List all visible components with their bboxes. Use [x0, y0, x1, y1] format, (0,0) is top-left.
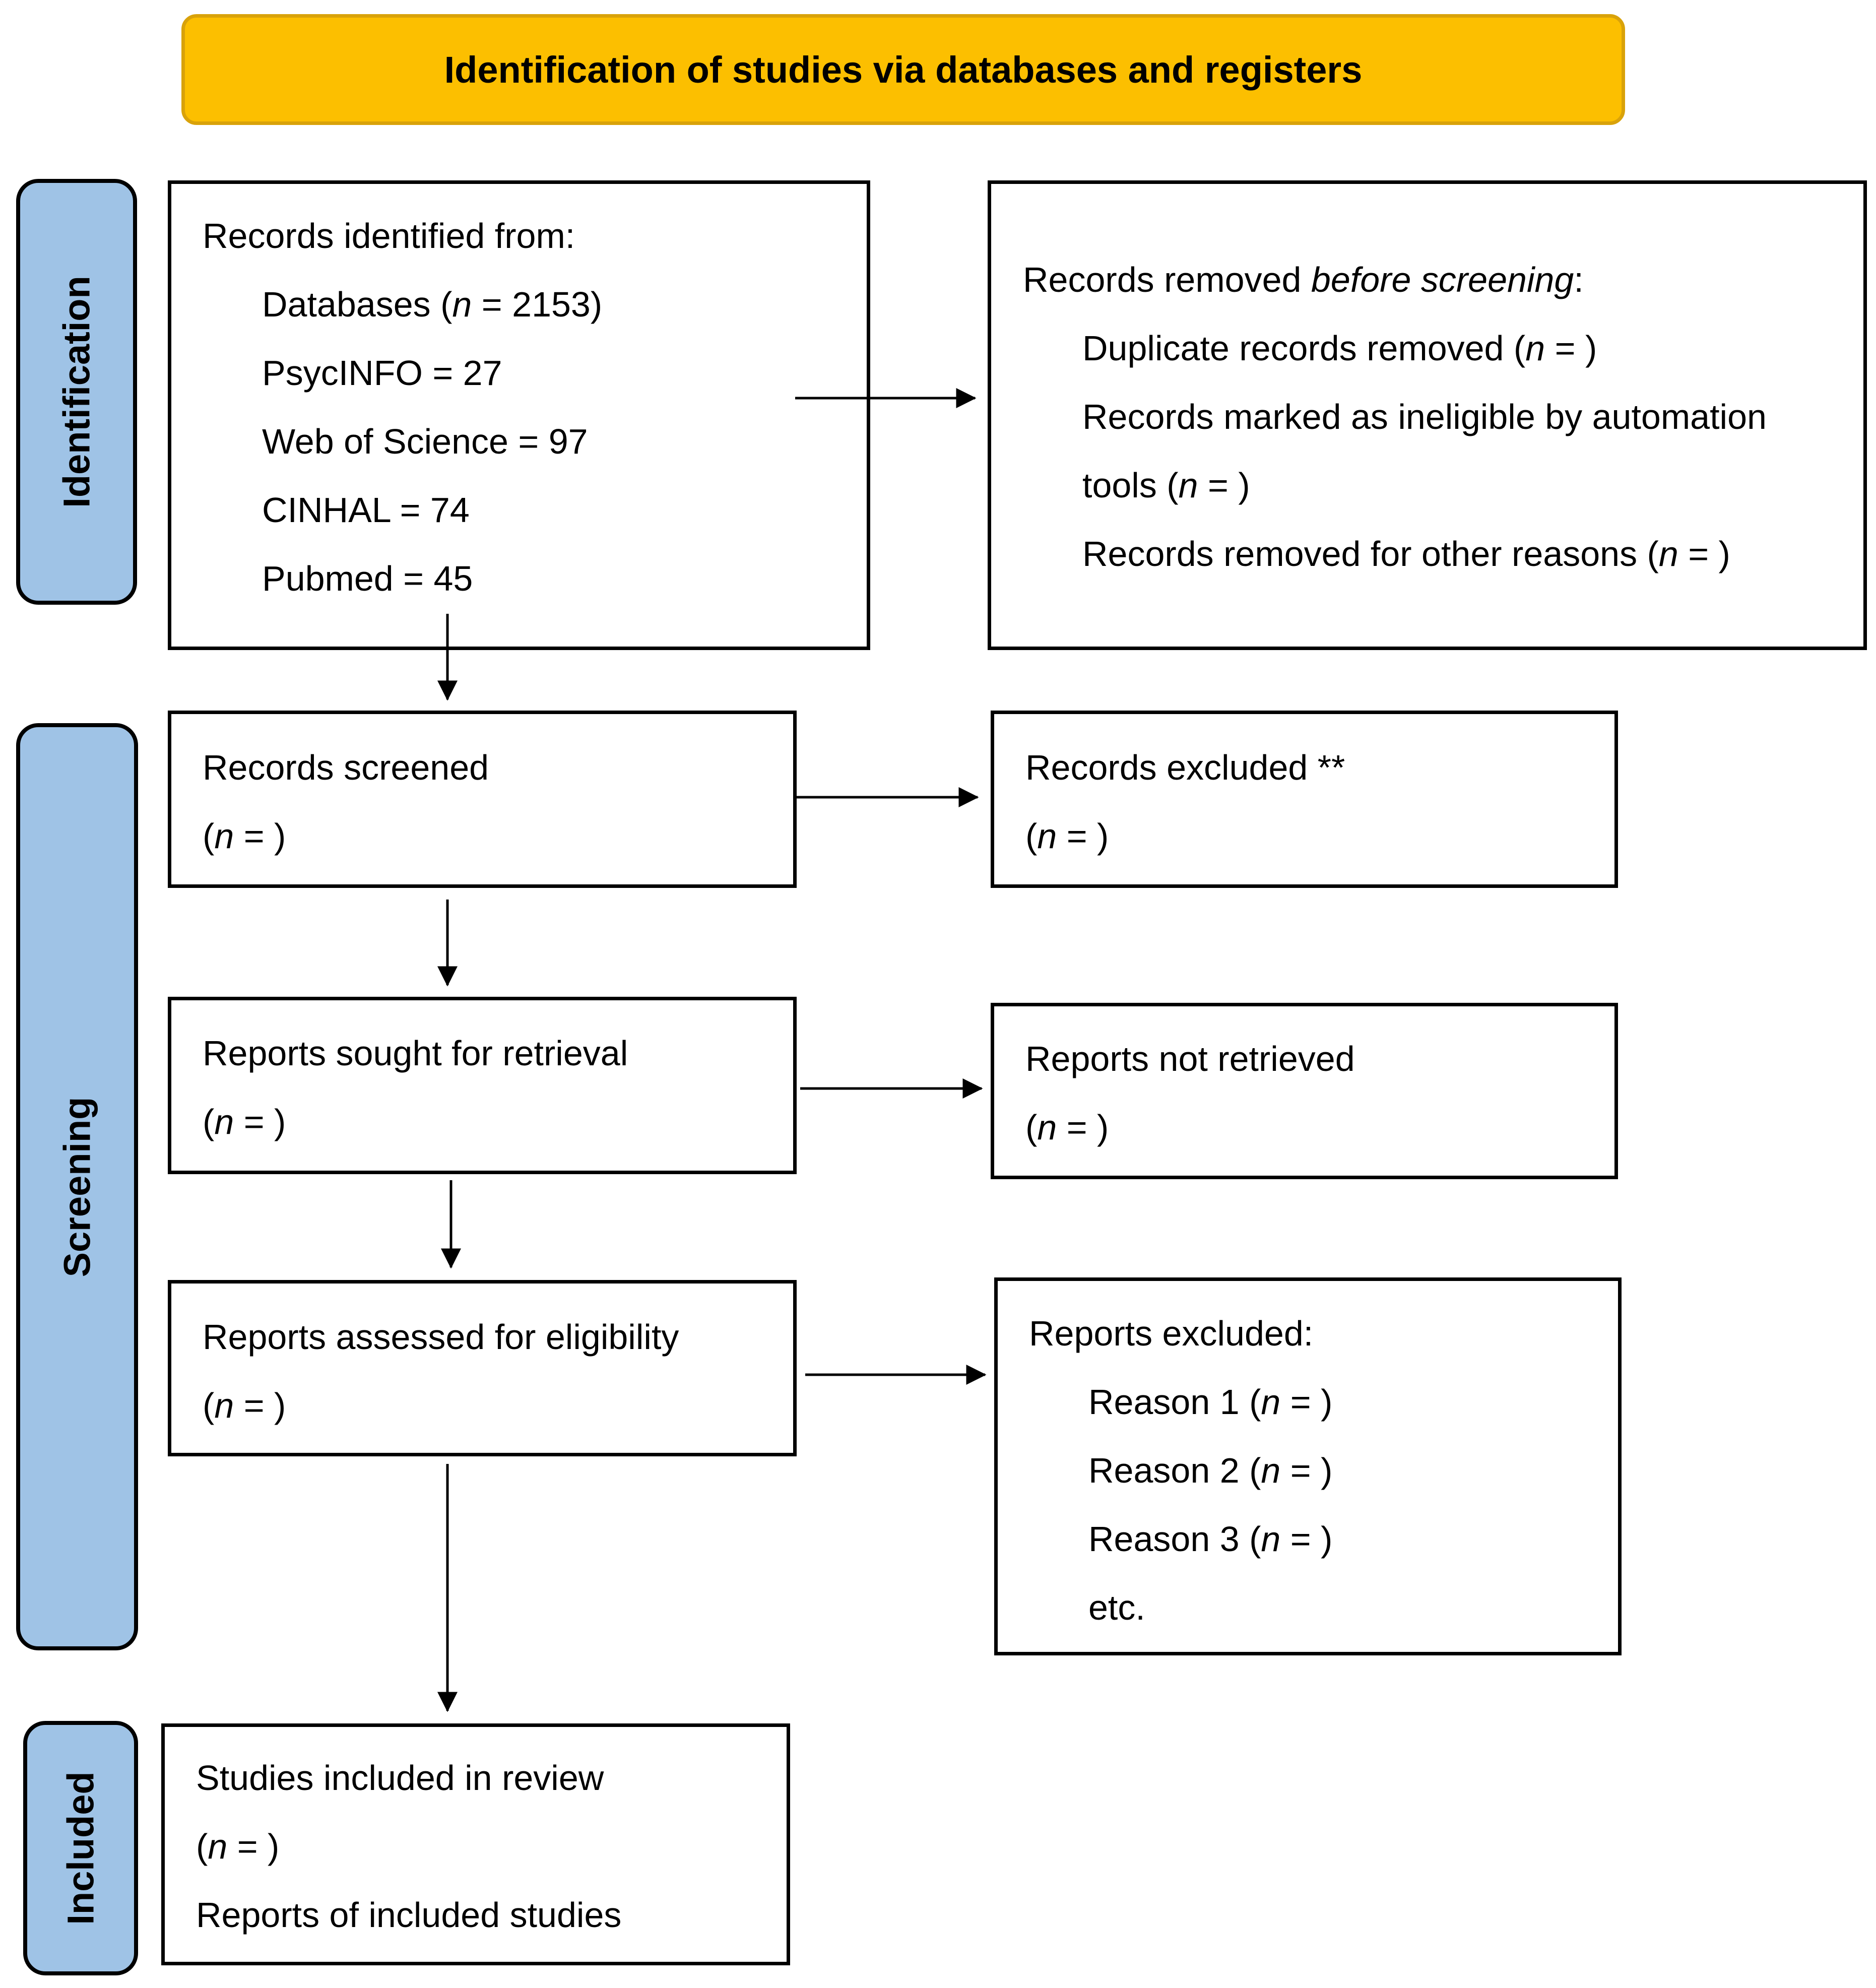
databases-count: Databases (n = 2153)	[262, 285, 603, 324]
stage-screening-label: Screening	[56, 1097, 98, 1277]
reasons-etc: etc.	[1088, 1588, 1145, 1627]
reports-assessed-box	[168, 1280, 797, 1456]
records-identified-box	[168, 180, 870, 650]
reports-not-retrieved-label: Reports not retrieved	[1025, 1039, 1355, 1078]
reports-sought-n: (n = )	[203, 1102, 286, 1141]
source-cinhal: CINHAL = 74	[262, 490, 470, 530]
studies-included-label: Studies included in review	[196, 1758, 604, 1798]
reason-2: Reason 2 (n = )	[1088, 1451, 1333, 1490]
duplicate-records: Duplicate records removed (n = )	[1082, 329, 1597, 368]
automation-ineligible-line1: Records marked as ineligible by automati…	[1082, 397, 1767, 436]
records-screened-n: (n = )	[203, 816, 286, 856]
reports-excluded-box	[994, 1277, 1622, 1655]
source-pubmed: Pubmed = 45	[262, 559, 473, 598]
reason-3: Reason 3 (n = )	[1088, 1519, 1333, 1559]
reports-excluded-heading: Reports excluded:	[1029, 1314, 1314, 1353]
records-removed-heading: Records removed before screening:	[1023, 260, 1584, 299]
stage-identification-label: Identification	[55, 276, 98, 508]
banner-title: Identification of studies via databases …	[444, 48, 1363, 91]
records-screened-text: Records screened (n = )	[203, 733, 489, 870]
records-excluded-box	[991, 711, 1618, 888]
reports-not-retrieved-box	[991, 1003, 1618, 1179]
reason-1: Reason 1 (n = )	[1088, 1382, 1333, 1422]
records-removed-box	[988, 180, 1867, 650]
other-reasons: Records removed for other reasons (n = )	[1082, 534, 1730, 573]
stage-identification: Identification	[16, 179, 137, 605]
reports-not-retrieved-n: (n = )	[1025, 1108, 1109, 1147]
records-screened-box	[168, 711, 797, 888]
reports-sought-label: Reports sought for retrieval	[203, 1034, 628, 1073]
studies-included-box	[161, 1723, 790, 1965]
reports-sought-text: Reports sought for retrieval (n = )	[203, 1019, 628, 1156]
records-excluded-n: (n = )	[1025, 816, 1109, 856]
studies-included-n: (n = )	[196, 1827, 280, 1866]
stage-included: Included	[23, 1721, 138, 1975]
reports-assessed-text: Reports assessed for eligibility (n = )	[203, 1303, 679, 1440]
reports-excluded-text: Reports excluded: Reason 1 (n = ) Reason…	[1029, 1299, 1332, 1642]
records-identified-heading: Records identified from:	[203, 216, 575, 255]
reports-not-retrieved-text: Reports not retrieved (n = )	[1025, 1024, 1355, 1162]
stage-included-label: Included	[59, 1771, 102, 1925]
section-banner: Identification of studies via databases …	[181, 14, 1625, 125]
records-excluded-text: Records excluded ** (n = )	[1025, 733, 1345, 870]
records-screened-label: Records screened	[203, 748, 489, 787]
reports-assessed-n: (n = )	[203, 1386, 286, 1425]
reports-assessed-label: Reports assessed for eligibility	[203, 1317, 679, 1357]
automation-ineligible-line2: tools (n = )	[1082, 466, 1250, 505]
studies-included-text: Studies included in review (n = ) Report…	[196, 1744, 621, 1949]
records-identified-text: Records identified from: Databases (n = …	[203, 202, 602, 613]
source-psycinfo: PsycINFO = 27	[262, 353, 502, 393]
reports-sought-box	[168, 997, 797, 1174]
reports-of-included-studies: Reports of included studies	[196, 1895, 622, 1935]
records-removed-text: Records removed before screening: Duplic…	[1023, 245, 1767, 588]
source-web-of-science: Web of Science = 97	[262, 422, 588, 461]
records-excluded-label: Records excluded **	[1025, 748, 1345, 787]
stage-screening: Screening	[16, 723, 138, 1650]
